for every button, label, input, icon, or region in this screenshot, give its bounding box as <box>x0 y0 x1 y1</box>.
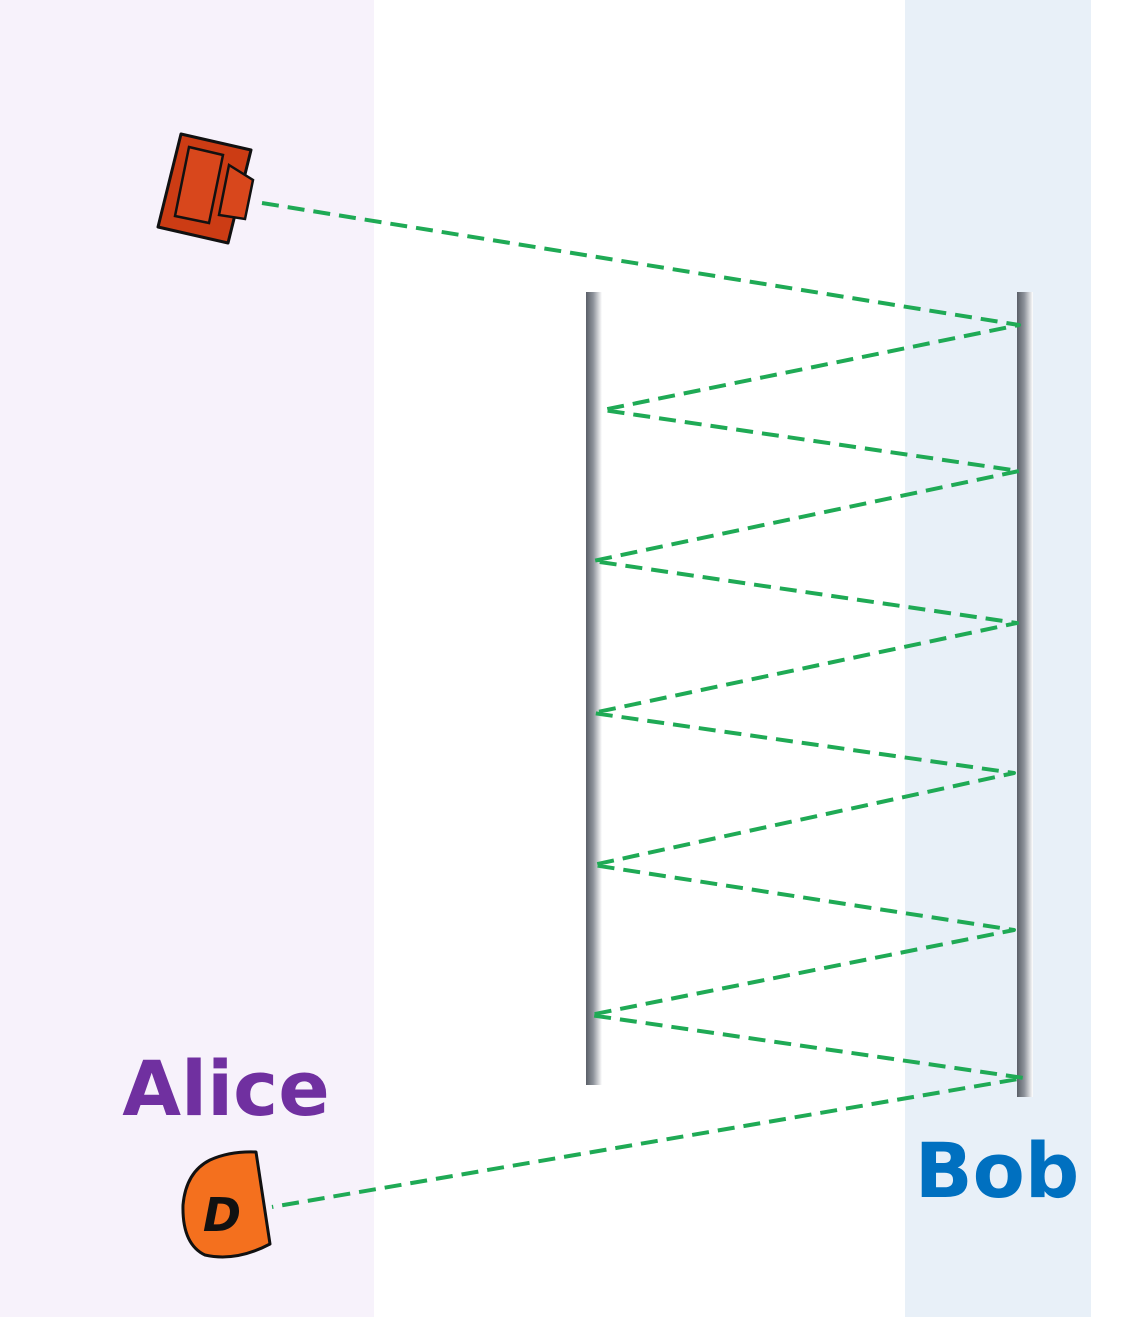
detector-icon: D <box>181 1150 272 1259</box>
detector-label: D <box>203 1188 241 1242</box>
bob-region <box>905 0 1091 1317</box>
laser-source-icon <box>156 132 255 245</box>
right-mirror <box>1017 292 1033 1097</box>
bob-label: Bob <box>915 1126 1080 1215</box>
left-mirror <box>586 292 602 1085</box>
alice-label: Alice <box>122 1044 330 1133</box>
